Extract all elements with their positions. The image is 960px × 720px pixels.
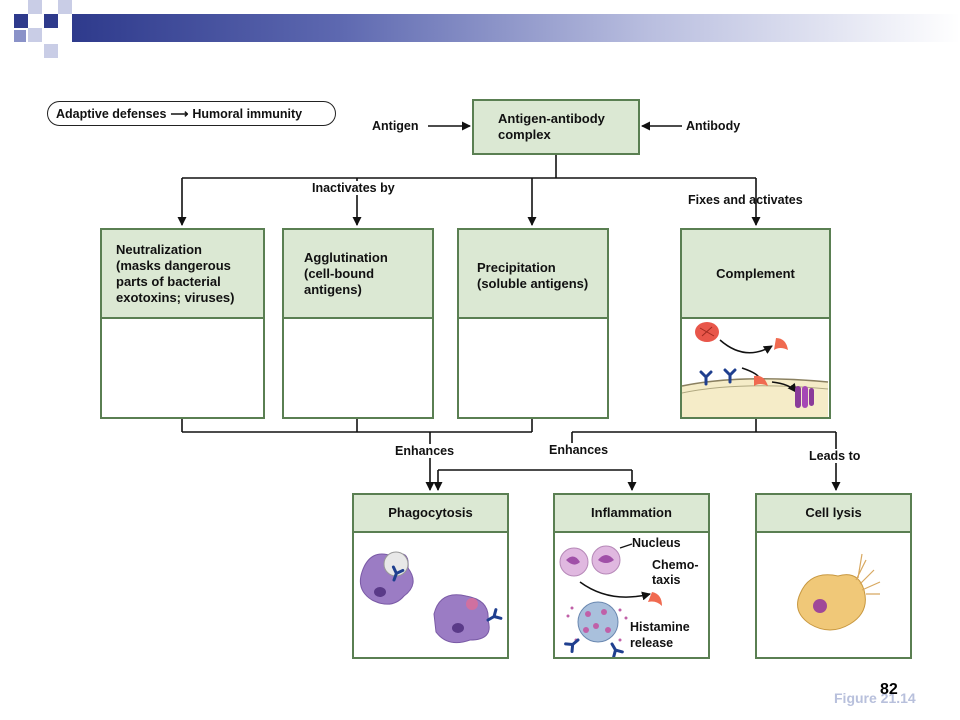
fixes-activates-label: Fixes and activates bbox=[688, 193, 803, 207]
inflammation-pictogram bbox=[559, 543, 662, 659]
phagocytosis-box: Phagocytosis bbox=[352, 493, 509, 659]
header-gradient-bar bbox=[72, 14, 960, 42]
antigen-label: Antigen bbox=[372, 119, 419, 133]
precipitation-title: Precipitation bbox=[477, 260, 556, 275]
leads-to-label: Leads to bbox=[809, 449, 861, 463]
nucleus-label: Nucleus bbox=[632, 536, 681, 550]
chemotaxis-label-1: Chemo- bbox=[652, 558, 699, 572]
complement-title: Complement bbox=[716, 265, 795, 281]
antibody-label: Antibody bbox=[686, 119, 741, 133]
breadcrumb-right: Humoral immunity bbox=[192, 106, 303, 121]
enhances-label-1: Enhances bbox=[395, 444, 455, 458]
precipitation-box: Precipitation (soluble antigens) bbox=[457, 228, 609, 419]
cell-lysis-box: Cell lysis bbox=[755, 493, 912, 659]
enhances-label-2: Enhances bbox=[549, 443, 609, 457]
cell-lysis-title: Cell lysis bbox=[805, 505, 862, 520]
neutralization-title: Neutralization bbox=[116, 242, 202, 257]
breadcrumb-left: Adaptive defenses bbox=[56, 106, 167, 121]
phagocytosis-pictogram bbox=[359, 551, 503, 644]
inflammation-box: Inflammation bbox=[553, 493, 710, 659]
chemotaxis-label-2: taxis bbox=[652, 573, 681, 587]
neutralization-desc: (masks dangerous parts of bacterial exot… bbox=[116, 258, 235, 305]
phagocytosis-title: Phagocytosis bbox=[388, 505, 473, 520]
complex-label: Antigen-antibody complex bbox=[498, 111, 605, 142]
histamine-label-1: Histamine bbox=[630, 620, 690, 634]
page-number: 82 bbox=[880, 681, 898, 698]
cell-lysis-pictogram bbox=[797, 553, 881, 631]
header-square-7 bbox=[14, 30, 26, 42]
complement-pictogram bbox=[681, 322, 829, 417]
header-square-4 bbox=[58, 0, 72, 14]
header-square-3 bbox=[44, 14, 58, 28]
breadcrumb: Adaptive defenses ⟶ Humoral immunity bbox=[47, 101, 336, 126]
header-square-5 bbox=[28, 28, 42, 42]
complement-box: Complement bbox=[680, 228, 831, 419]
figure-label: Figure 21.14 bbox=[834, 690, 916, 706]
header-square-6 bbox=[44, 44, 58, 58]
header-square-2 bbox=[28, 0, 42, 14]
antigen-antibody-complex-box: Antigen-antibody complex bbox=[472, 99, 640, 155]
inactivates-by-label: Inactivates by bbox=[312, 181, 395, 195]
precipitation-desc: (soluble antigens) bbox=[477, 276, 589, 291]
header-square-1 bbox=[14, 14, 28, 28]
agglutination-box: Agglutination (cell-bound antigens) bbox=[282, 228, 434, 419]
neutralization-box: Neutralization (masks dangerous parts of… bbox=[100, 228, 265, 419]
agglutination-desc: (cell-bound antigens) bbox=[304, 266, 375, 297]
inflammation-title: Inflammation bbox=[591, 505, 672, 520]
histamine-label-2: release bbox=[630, 636, 674, 650]
breadcrumb-arrow-icon: ⟶ bbox=[170, 107, 189, 121]
agglutination-title: Agglutination bbox=[304, 250, 388, 265]
